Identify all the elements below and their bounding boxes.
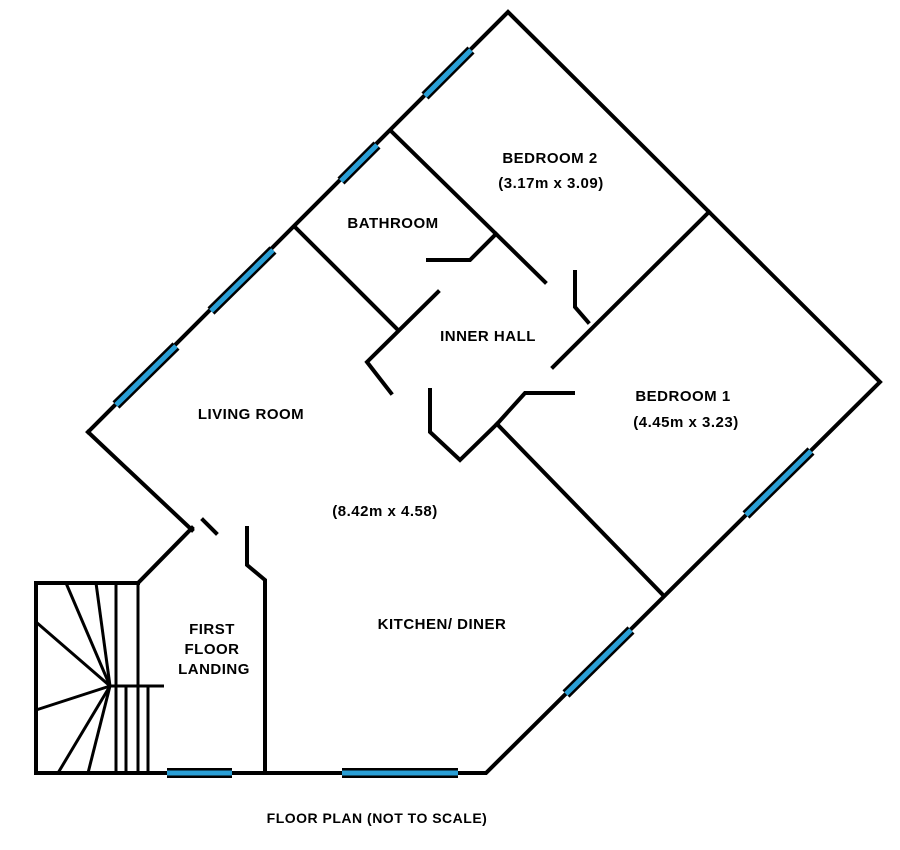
windows	[112, 46, 815, 778]
floor-plan-caption: FLOOR PLAN (NOT TO SCALE)	[267, 810, 488, 826]
landing-line2: FLOOR	[185, 641, 240, 658]
kitchen-name: KITCHEN/ DINER	[378, 616, 507, 633]
living-room-dims: (8.42m x 4.58)	[332, 503, 437, 520]
outer-walls	[34, 9, 883, 775]
staircase	[35, 582, 164, 774]
landing-line3: LANDING	[178, 661, 250, 678]
window-bedroom1	[742, 447, 815, 519]
bedroom2-name: BEDROOM 2	[502, 150, 597, 167]
inner-hall-name: INNER HALL	[440, 328, 536, 345]
window-bathroom	[337, 141, 381, 185]
living-room-name: LIVING ROOM	[198, 406, 304, 423]
bedroom2-dims: (3.17m x 3.09)	[498, 175, 603, 192]
window-living-upper	[207, 246, 277, 315]
landing-line1: FIRST	[189, 621, 235, 638]
window-bedroom2-top	[421, 46, 475, 100]
window-living-lower	[112, 342, 180, 409]
bathroom-name: BATHROOM	[347, 215, 438, 232]
room-labels: BEDROOM 2 (3.17m x 3.09) BATHROOM INNER …	[178, 150, 738, 678]
bedroom1-dims: (4.45m x 3.23)	[633, 414, 738, 431]
window-kitchen-side	[562, 626, 635, 698]
interior-walls	[135, 128, 712, 775]
bedroom1-name: BEDROOM 1	[635, 388, 730, 405]
